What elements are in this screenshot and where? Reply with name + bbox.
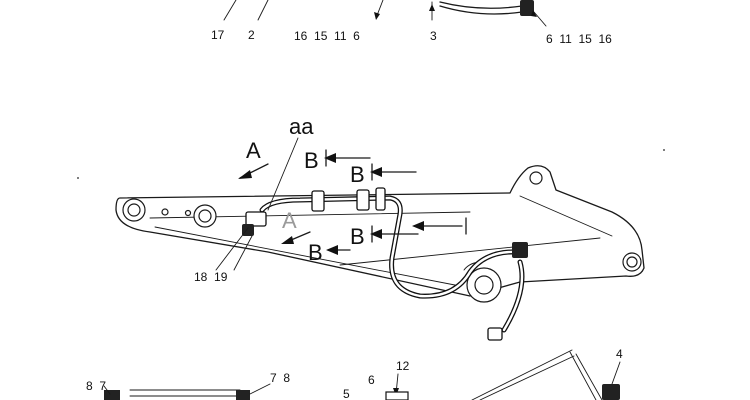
aa-leader (267, 137, 299, 211)
small-bore-1 (161, 208, 169, 216)
top-hose-fitting (520, 0, 534, 16)
bottom-link-edge-4 (575, 353, 603, 400)
label-aa: aa (289, 114, 314, 139)
b3-arrowhead (370, 229, 382, 239)
b1-arrowhead (324, 153, 336, 163)
label-5: 5 (343, 387, 350, 400)
view-annotations: aa A A B B B B 18 19 (77, 114, 665, 284)
label-16-15-11-6: 16 15 11 6 (294, 29, 360, 43)
label-12: 12 (396, 359, 410, 373)
b-upper-arrowhead (412, 221, 424, 231)
leader-right-arrowhead (531, 10, 537, 17)
top-hose-upper-edge (439, 1, 523, 9)
hose-fitting-left (245, 211, 267, 227)
left-pin-inner (127, 203, 141, 217)
leader-3-arrowhead (429, 4, 435, 11)
leader-6-arrowhead (374, 12, 380, 20)
top-lug-bore (529, 171, 543, 185)
label-b4: B (308, 240, 323, 265)
label-view-a-grey: A (282, 208, 297, 233)
top-hose-lower-edge (439, 5, 523, 15)
leader-19 (233, 235, 253, 271)
leader-17 (223, 0, 237, 21)
b4-arrowhead (326, 245, 338, 255)
label-2: 2 (248, 28, 255, 42)
hose-main-core (260, 196, 522, 298)
view-a-grey-arrowhead (281, 236, 294, 244)
view-a-arrowhead (238, 170, 252, 179)
label-6-11-15-16: 6 11 15 16 (546, 32, 612, 46)
label-3: 3 (430, 29, 437, 43)
hose-routing (242, 187, 528, 341)
label-6: 6 (368, 373, 375, 387)
bottom-fitting-4 (602, 384, 620, 400)
arm-inner-rail-lower (154, 226, 461, 287)
cylinder-boss-inner (474, 275, 494, 295)
bottom-link-edge-2 (479, 355, 575, 400)
label-b2: B (350, 162, 365, 187)
hose-drop-core (502, 260, 524, 332)
bottom-fitting-right (236, 390, 250, 400)
hose-fitting-drop (487, 327, 503, 341)
label-7-8: 7 8 (270, 371, 290, 385)
hose-fitting-left-nut (242, 224, 254, 236)
label-18-19: 18 19 (194, 270, 228, 284)
hose-clamp-3 (375, 187, 386, 211)
mid-pin-inner (198, 209, 212, 223)
arm-inner-rail-right (339, 237, 601, 266)
b2-arrowhead (370, 167, 382, 177)
top-partial-assembly: 17 2 16 15 11 6 3 6 11 15 16 (211, 0, 612, 46)
bottom-partial-assembly: 8 7 7 8 5 6 12 4 (86, 347, 623, 400)
bottom-link-edge-3 (569, 351, 597, 400)
bottom-fitting-left (104, 390, 120, 400)
hose-fitting-right (512, 242, 528, 258)
label-view-a: A (246, 138, 261, 163)
label-17: 17 (211, 28, 225, 42)
label-b1: B (304, 148, 319, 173)
hose-clamp-1 (311, 190, 325, 212)
bottom-link-edge-1 (471, 349, 573, 400)
bottom-block-center (385, 391, 409, 400)
leader-4 (611, 361, 621, 385)
boom-arm (115, 165, 645, 303)
leader-2 (257, 0, 269, 21)
stray-dot-right (663, 149, 665, 151)
leader-8-7 (103, 385, 111, 395)
hose-clamp-2 (356, 189, 370, 211)
label-b3: B (350, 224, 365, 249)
right-pin-inner (626, 256, 638, 268)
arm-outline (115, 165, 645, 297)
leader-right-group (533, 11, 547, 27)
label-8-7: 8 7 (86, 379, 106, 393)
stray-dot-left (77, 177, 79, 179)
label-4: 4 (616, 347, 623, 361)
leader-7-8 (249, 383, 271, 395)
small-bore-2 (184, 209, 192, 217)
leader-18 (215, 227, 249, 271)
arm-top-bevel (519, 195, 613, 237)
